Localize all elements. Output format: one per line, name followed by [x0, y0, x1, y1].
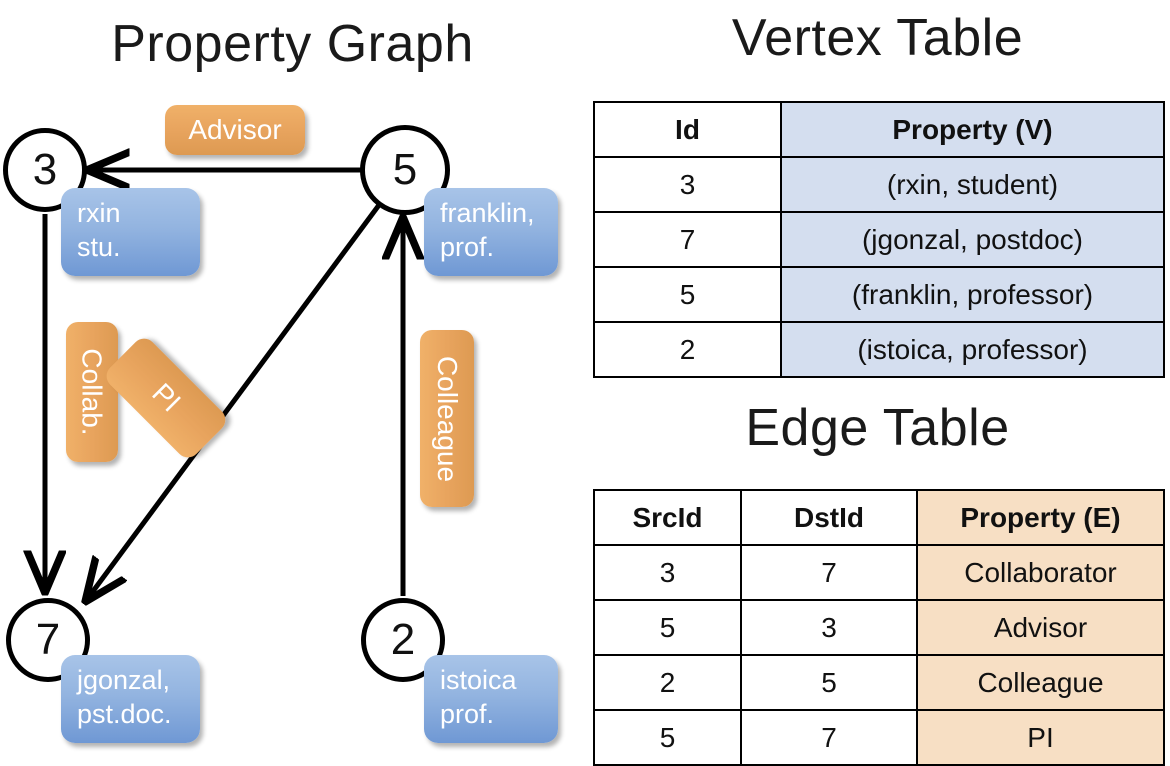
vertex-row-id: 2 [593, 321, 782, 378]
edge-table: SrcId DstId Property (E) 3 7 Collaborato… [593, 489, 1165, 766]
vertex-row-property: (jgonzal, postdoc) [780, 211, 1165, 268]
table-row[interactable]: 5 (franklin, professor) [593, 266, 1165, 323]
vertex-node-3-label: 3 [32, 145, 58, 194]
vertex-table: Id Property (V) 3 (rxin, student) 7 (jgo… [593, 101, 1165, 378]
table-row[interactable]: 2 5 Colleague [593, 654, 1165, 711]
edge-row-property: PI [916, 709, 1165, 766]
page-title-vertex-table: Vertex Table [731, 9, 1024, 67]
vertex-property-box-3[interactable]: rxin stu. [61, 188, 200, 276]
edge-row-dst: 3 [740, 599, 918, 656]
vertex-property-box-2[interactable]: istoica prof. [424, 655, 558, 743]
vertex-row-property: (franklin, professor) [780, 266, 1165, 323]
table-row[interactable]: 5 3 Advisor [593, 599, 1165, 656]
edge-table-col-srcid: SrcId [593, 489, 742, 546]
vertex-table-col-id: Id [593, 101, 782, 158]
edge-row-dst: 7 [740, 544, 918, 601]
vertex-row-id: 3 [593, 156, 782, 213]
table-row[interactable]: 3 (rxin, student) [593, 156, 1165, 213]
page-title-edge-table: Edge Table [745, 399, 1010, 457]
edge-label-collab-text: Collab. [77, 348, 109, 436]
vertex-node-5[interactable]: 5 [360, 125, 450, 215]
vertex-node-2-label: 2 [390, 615, 416, 664]
vertex-row-property: (rxin, student) [780, 156, 1165, 213]
vertex-property-box-7[interactable]: jgonzal, pst.doc. [61, 655, 200, 743]
vertex-node-5-label: 5 [392, 145, 418, 194]
vertex-row-id: 7 [593, 211, 782, 268]
edge-label-colleague-text: Colleague [432, 355, 464, 482]
edge-label-advisor-text: Advisor [188, 114, 282, 145]
edge-table-col-property: Property (E) [916, 489, 1165, 546]
edge-label-advisor[interactable]: Advisor [165, 105, 305, 155]
edge-label-colleague[interactable]: Colleague [420, 330, 474, 507]
table-row[interactable]: 7 (jgonzal, postdoc) [593, 211, 1165, 268]
edge-row-src: 5 [593, 709, 742, 766]
vertex-node-7-label: 7 [35, 615, 61, 664]
edge-row-src: 3 [593, 544, 742, 601]
vertex-table-header-row: Id Property (V) [593, 101, 1165, 158]
page-title-property-graph: Property Graph [111, 15, 474, 73]
vertex-node-2[interactable]: 2 [361, 598, 445, 682]
edge-row-src: 2 [593, 654, 742, 711]
edge-row-dst: 5 [740, 654, 918, 711]
edge-row-dst: 7 [740, 709, 918, 766]
edge-arrow-5-to-7 [88, 203, 382, 598]
table-row[interactable]: 5 7 PI [593, 709, 1165, 766]
edge-table-header-row: SrcId DstId Property (E) [593, 489, 1165, 546]
edge-row-property: Advisor [916, 599, 1165, 656]
edge-table-col-dstid: DstId [740, 489, 918, 546]
edge-row-src: 5 [593, 599, 742, 656]
vertex-property-box-5[interactable]: franklin, prof. [424, 188, 558, 276]
edge-row-property: Collaborator [916, 544, 1165, 601]
vertex-row-property: (istoica, professor) [780, 321, 1165, 378]
edge-row-property: Colleague [916, 654, 1165, 711]
edge-label-pi-text: PI [146, 377, 187, 418]
vertex-row-id: 5 [593, 266, 782, 323]
table-row[interactable]: 3 7 Collaborator [593, 544, 1165, 601]
edge-label-collab[interactable]: Collab. [66, 322, 118, 462]
vertex-table-col-property: Property (V) [780, 101, 1165, 158]
property-graph-diagram: 3 5 7 2 rxin stu. franklin, prof. jgonza… [0, 0, 585, 760]
graph-edges-layer [0, 0, 585, 760]
table-row[interactable]: 2 (istoica, professor) [593, 321, 1165, 378]
